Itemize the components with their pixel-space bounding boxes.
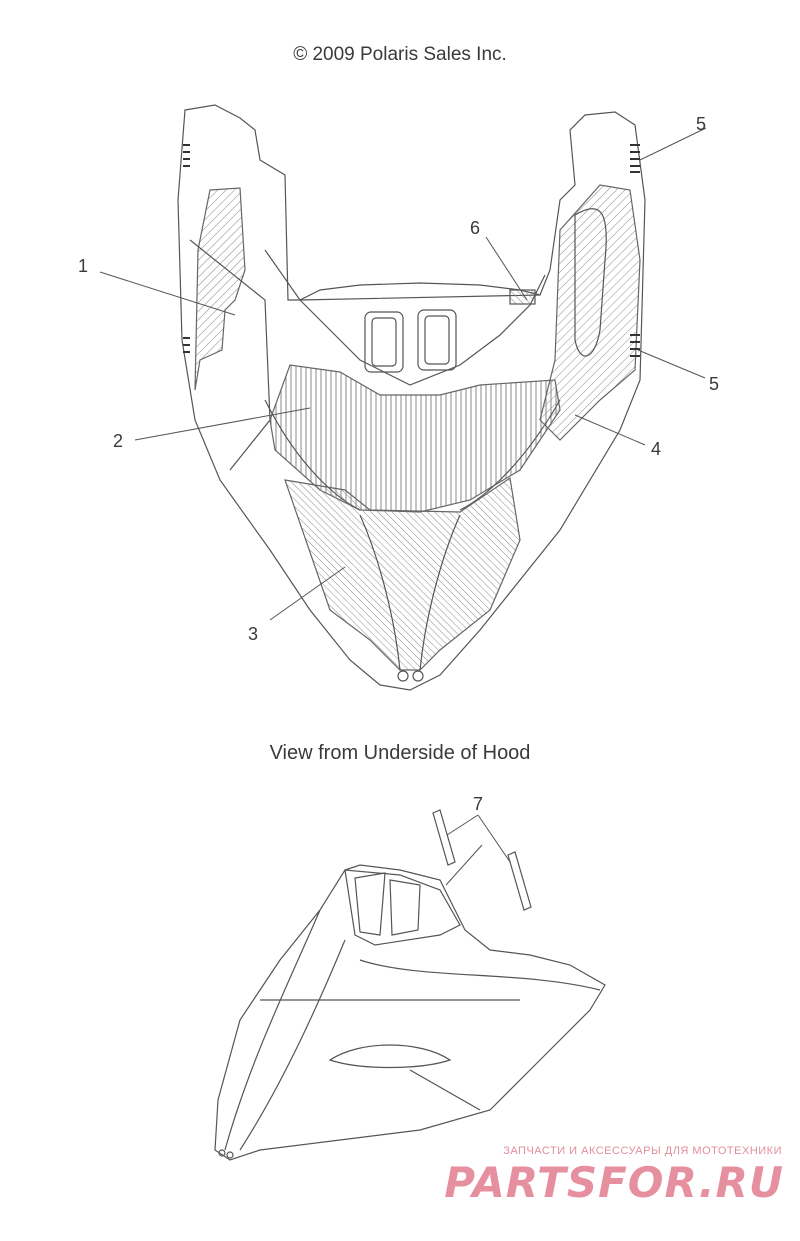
callout-1: 1 [78, 256, 88, 276]
nose-hole-left [397, 670, 409, 682]
hood-perspective-outline [214, 864, 606, 1161]
vent-perspective-1 [354, 872, 386, 936]
side-vents [183, 144, 640, 357]
nose-hole-right [412, 670, 424, 682]
callout-5-bottom: 5 [709, 374, 719, 394]
vent-left [364, 311, 404, 373]
hood-outline [177, 104, 646, 691]
vent-perspective-2 [389, 879, 421, 936]
watermark-logo: PARTSFOR.RU [444, 1158, 784, 1207]
callout-6: 6 [470, 218, 480, 238]
callout-7: 7 [473, 794, 483, 814]
callout-5-top: 5 [696, 114, 706, 134]
callout-3: 3 [248, 624, 258, 644]
callout-leaders-bottom [445, 814, 511, 886]
decal-3-nose-panel [284, 476, 521, 671]
copyright-text: © 2009 Polaris Sales Inc. [293, 44, 507, 65]
decal-4-right-panel [539, 184, 641, 441]
view-caption: View from Underside of Hood [269, 742, 531, 764]
hood-underside-view [177, 104, 646, 691]
callout-leaders-top [99, 127, 707, 621]
decal-7-strip-left [432, 809, 456, 866]
callout-4: 4 [651, 439, 661, 459]
decal-6 [509, 289, 536, 305]
decal-1-left-panel [194, 187, 246, 391]
hood-perspective-view [214, 809, 606, 1161]
callout-2: 2 [113, 431, 123, 451]
watermark-tagline: ЗАПЧАСТИ И АКСЕССУАРЫ ДЛЯ МОТОТЕХНИКИ [503, 1145, 782, 1157]
decal-7-strip-right [507, 851, 532, 911]
vent-right [417, 309, 457, 371]
